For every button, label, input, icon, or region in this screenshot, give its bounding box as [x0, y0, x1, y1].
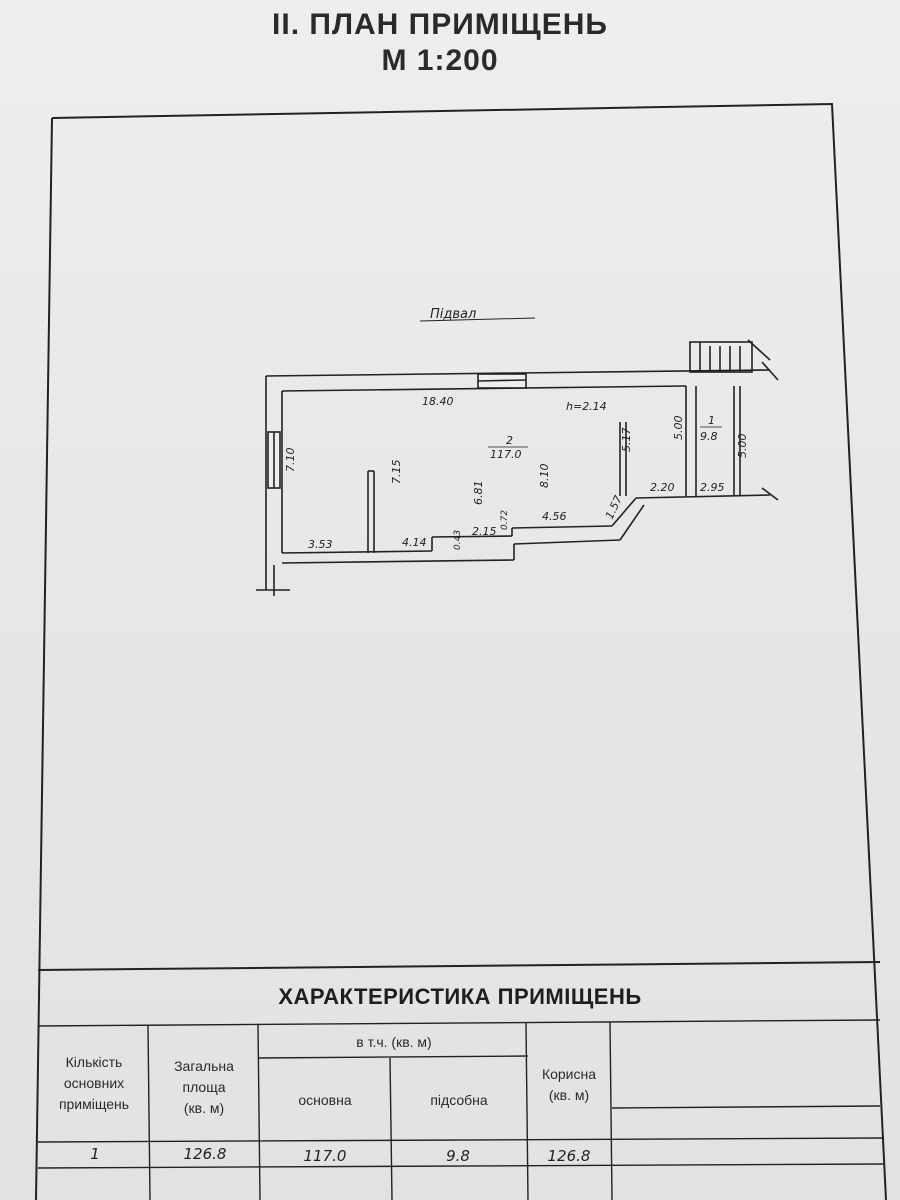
header-aux: підсобна [430, 1092, 488, 1108]
dim-bottom-c: 2.15 [472, 525, 497, 538]
value-useful: 126.8 [547, 1147, 591, 1165]
page-title: II. ПЛАН ПРИМІЩЕНЬ [272, 8, 608, 41]
dim-left: 7.10 [284, 448, 297, 473]
dim-middle-a: 6.81 [472, 481, 485, 506]
dim-bottom-d: 4.56 [542, 510, 567, 523]
header-count: Кількість основних приміщень [40, 1052, 148, 1115]
characteristics-table-grid [37, 1019, 885, 1200]
header-including: в т.ч. (кв. м) [356, 1034, 432, 1050]
drawing-frame [51, 102, 887, 1200]
room2-number: 2 [506, 434, 513, 447]
header-useful-line2: (кв. м) [548, 1087, 590, 1103]
value-total: 126.8 [183, 1145, 227, 1163]
floor-label: Підвал [430, 307, 476, 322]
dim-room1-right: 5.00 [736, 434, 749, 459]
room2-area: 117.0 [490, 448, 522, 461]
room1-area: 9.8 [700, 430, 718, 443]
header-count-line3: приміщень [58, 1096, 130, 1112]
value-count: 1 [90, 1145, 100, 1163]
scale-label: М 1:200 [381, 44, 499, 77]
dim-wall-right: 5.17 [620, 428, 633, 453]
dim-bottom-b: 4.14 [402, 536, 427, 549]
header-total-line2: площа [182, 1079, 226, 1095]
header-useful: Корисна (кв. м) [528, 1064, 610, 1106]
ceiling-height: h=2.14 [566, 400, 607, 413]
characteristics-title: ХАРАКТЕРИСТИКА ПРИМІЩЕНЬ [278, 984, 642, 1009]
value-aux: 9.8 [446, 1147, 470, 1165]
dim-annex-a: 2.20 [650, 481, 675, 494]
dim-diagonal: 1.57 [603, 494, 625, 522]
drawing-frame-left [35, 117, 53, 1200]
dim-room1-left: 5.00 [672, 416, 685, 441]
dim-middle-b: 8.10 [538, 464, 551, 489]
dim-bottom-a: 3.53 [308, 538, 333, 551]
header-count-line1: Кількість [65, 1054, 123, 1070]
value-main: 117.0 [303, 1147, 347, 1165]
dim-step-b: 0.72 [500, 510, 510, 530]
header-total-line3: (кв. м) [183, 1100, 225, 1116]
dim-top: 18.40 [422, 395, 454, 408]
floor-label-underline [419, 317, 536, 322]
header-main: основна [298, 1092, 352, 1108]
dim-partition: 7.15 [390, 460, 403, 485]
header-total-line1: Загальна [174, 1058, 234, 1074]
dim-step-small: 0.43 [453, 530, 463, 550]
dim-annex-b: 2.95 [700, 481, 725, 494]
plan-walls [256, 339, 779, 596]
header-count-line2: основних [63, 1075, 125, 1091]
header-useful-line1: Корисна [541, 1066, 597, 1082]
room1-number: 1 [708, 414, 715, 427]
table-top-line [37, 961, 881, 971]
header-total: Загальна площа (кв. м) [150, 1056, 258, 1119]
